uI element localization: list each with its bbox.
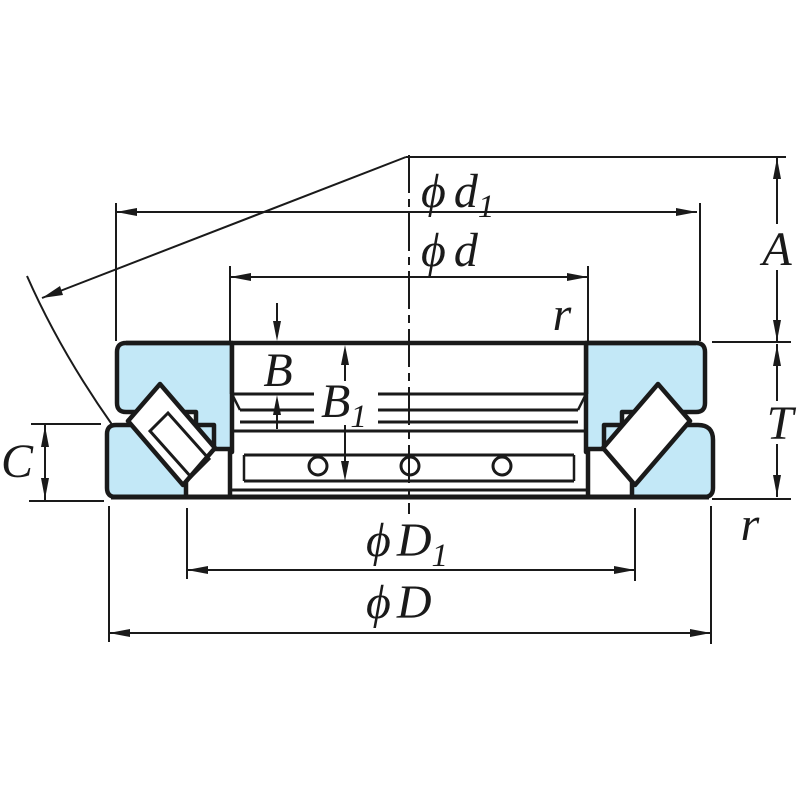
roller-right [600, 381, 693, 488]
dim-label-b: B [263, 344, 292, 397]
dim-label-r-top: r [553, 288, 572, 341]
label-bg-D1 [357, 514, 457, 562]
dim-label-c: C [1, 435, 34, 488]
label-bg-a [756, 224, 800, 270]
dim-label-a: A [759, 223, 792, 276]
dimension-arrowheads [41, 158, 781, 637]
dimension-lines [29, 156, 791, 644]
dim-label-r-bottom: r [741, 498, 760, 551]
label-bg-D [359, 576, 453, 624]
sphere-radius-arrowhead [42, 286, 63, 298]
roller-left [125, 381, 218, 488]
cage-hole-right [491, 455, 513, 477]
cage-hole-left [307, 455, 329, 477]
label-bg-t [757, 401, 800, 444]
roller-left-cage-window [147, 410, 212, 480]
sphere-radius-line [41, 156, 407, 299]
dim-label-t: T [767, 397, 797, 450]
label-bg-b1 [314, 381, 378, 425]
dim-label-b1: B1 [321, 375, 367, 435]
sphere-arc [26, 275, 114, 427]
